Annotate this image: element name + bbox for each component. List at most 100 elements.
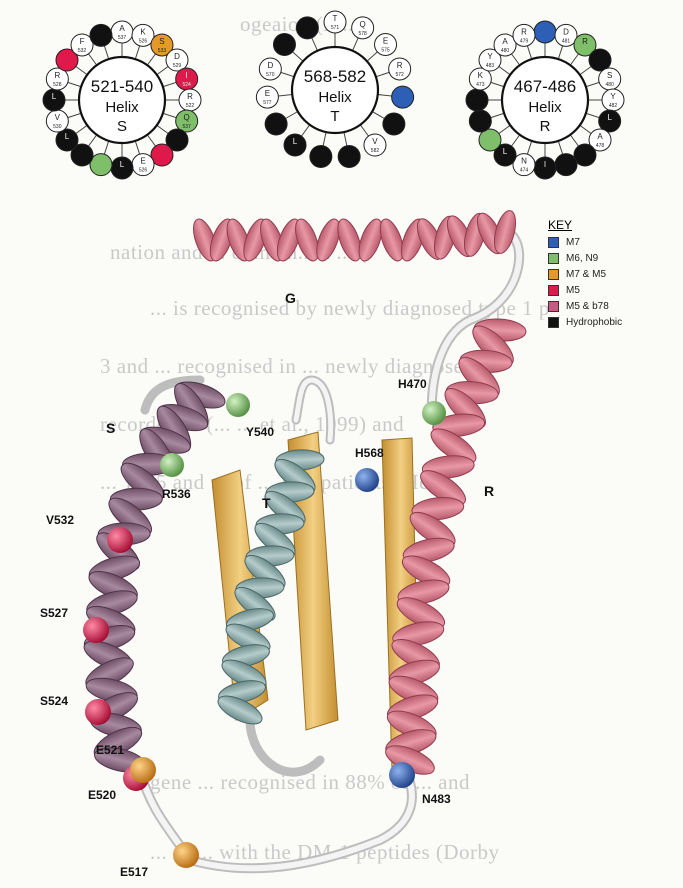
wheel-residue — [338, 146, 360, 168]
wheel-residue-number: 578 — [358, 31, 367, 37]
wheel-residue-letter: D — [563, 27, 569, 36]
key-swatch — [548, 253, 559, 264]
wheel-residue-letter: D — [267, 61, 273, 70]
wheel-residue-number: 577 — [263, 100, 272, 106]
key-title: KEY — [548, 218, 680, 232]
wheel-residue-letter: I — [186, 71, 188, 80]
wheel-helix-label: Helix — [528, 99, 562, 116]
residue-sphere-v532 — [107, 527, 133, 553]
residue-label-v532: V532 — [46, 513, 74, 527]
helix-g-label: G — [285, 290, 296, 306]
wheel-residue — [555, 154, 577, 176]
wheel-residue-number: 575 — [381, 47, 390, 53]
wheel-residue-letter: S — [159, 37, 164, 46]
wheel-residue-number: 480 — [605, 82, 614, 88]
residue-sphere-e521 — [130, 757, 156, 783]
wheel-residue-number: 532 — [78, 48, 87, 54]
key-item: M6, N9 — [548, 250, 680, 266]
wheel-residue-letter: E — [265, 89, 270, 98]
key-swatch — [548, 301, 559, 312]
wheel-residue-number: 524 — [182, 82, 191, 88]
wheel-residue-number: 482 — [609, 103, 618, 109]
key-item: M5 — [548, 282, 680, 298]
wheel-residue-letter: K — [478, 71, 484, 80]
wheel-residue-letter: A — [597, 132, 603, 141]
wheel-residue — [383, 113, 405, 135]
wheel-residue-number: 571 — [331, 25, 340, 31]
wheel-residue-letter: Q — [184, 113, 190, 122]
residue-sphere-r536 — [160, 453, 184, 477]
wheel-residue-letter: A — [502, 37, 508, 46]
wheel-residue-number: 526 — [139, 168, 148, 174]
wheel-residue-letter: R — [54, 71, 60, 80]
residue-label-y540: Y540 — [246, 425, 274, 439]
wheel-residue-number: 480 — [501, 48, 510, 54]
key-item: Hydrophobic — [548, 314, 680, 330]
wheel-residue-letter: Q — [360, 20, 366, 29]
residue-label-e521: E521 — [96, 743, 124, 757]
wheel-residue-letter: K — [140, 27, 146, 36]
wheel-residue — [392, 86, 414, 108]
wheel-helix-label: Helix — [105, 99, 139, 116]
wheel-residue-number: 478 — [596, 143, 605, 149]
residue-label-n483: N483 — [422, 792, 451, 806]
wheel-residue-letter: L — [503, 147, 508, 156]
key-label: M6, N9 — [566, 253, 598, 264]
wheel-residue-letter: Y — [610, 92, 616, 101]
wheel-residue-letter: L — [607, 113, 612, 122]
wheel-range-label: 521-540 — [91, 77, 153, 96]
residue-label-e517: E517 — [120, 865, 148, 879]
color-key: KEY M7M6, N9M7 & M5M5M5 & b78Hydrophobic — [548, 218, 680, 330]
wheel-residue-letter: N — [521, 157, 527, 166]
wheel-residue-number: 572 — [395, 72, 404, 78]
residue-sphere-s524 — [85, 699, 111, 725]
wheel-residue-letter: I — [544, 160, 546, 169]
helix-t-label: T — [262, 495, 271, 511]
wheel-residue-letter: A — [119, 24, 125, 33]
key-swatch — [548, 237, 559, 248]
wheel-residue-letter: E — [140, 157, 145, 166]
wheel-residue-number: 529 — [173, 63, 182, 69]
key-swatch — [548, 317, 559, 328]
wheel-residue-letter: V — [372, 137, 378, 146]
wheel-residue-letter: R — [521, 27, 527, 36]
wheel-residue-letter: R — [582, 37, 588, 46]
wheel-residue — [90, 24, 112, 46]
wheel-residue — [469, 110, 491, 132]
wheel-letter-label: R — [540, 118, 551, 135]
wheel-residue-number: 537 — [182, 124, 191, 130]
residue-sphere-s527 — [83, 617, 109, 643]
wheel-residue-letter: L — [65, 132, 70, 141]
residue-label-h470: H470 — [398, 377, 427, 391]
wheel-residue — [265, 113, 287, 135]
wheel-residue-letter: R — [397, 61, 403, 70]
helix-s-label: S — [106, 420, 115, 436]
key-swatch — [548, 285, 559, 296]
key-label: M5 — [566, 285, 580, 296]
helix-g-ribbon — [189, 208, 520, 263]
wheel-residue-letter: L — [120, 160, 125, 169]
residue-sphere-h568 — [355, 468, 379, 492]
wheel-residue-number: 473 — [476, 82, 485, 88]
wheel-residue-letter: L — [293, 137, 298, 146]
wheel-residue-letter: V — [55, 113, 61, 122]
residue-label-s527: S527 — [40, 606, 68, 620]
wheel-residue-letter: R — [187, 92, 193, 101]
wheel-helix-label: Helix — [318, 89, 352, 106]
residue-sphere-e517 — [173, 842, 199, 868]
residue-sphere-n483 — [389, 762, 415, 788]
helical-wheels: A537K526S533D529I524R522Q537E526LLV530LR… — [43, 11, 624, 179]
key-item: M7 & M5 — [548, 266, 680, 282]
wheel-letter-label: T — [330, 108, 339, 125]
wheel-residue — [273, 33, 295, 55]
key-label: M7 & M5 — [566, 269, 606, 280]
key-item: M5 & b78 — [548, 298, 680, 314]
key-swatch — [548, 269, 559, 280]
wheel-residue-number: 537 — [118, 35, 127, 41]
residue-label-s524: S524 — [40, 694, 68, 708]
wheel-range-label: 568-582 — [304, 67, 366, 86]
